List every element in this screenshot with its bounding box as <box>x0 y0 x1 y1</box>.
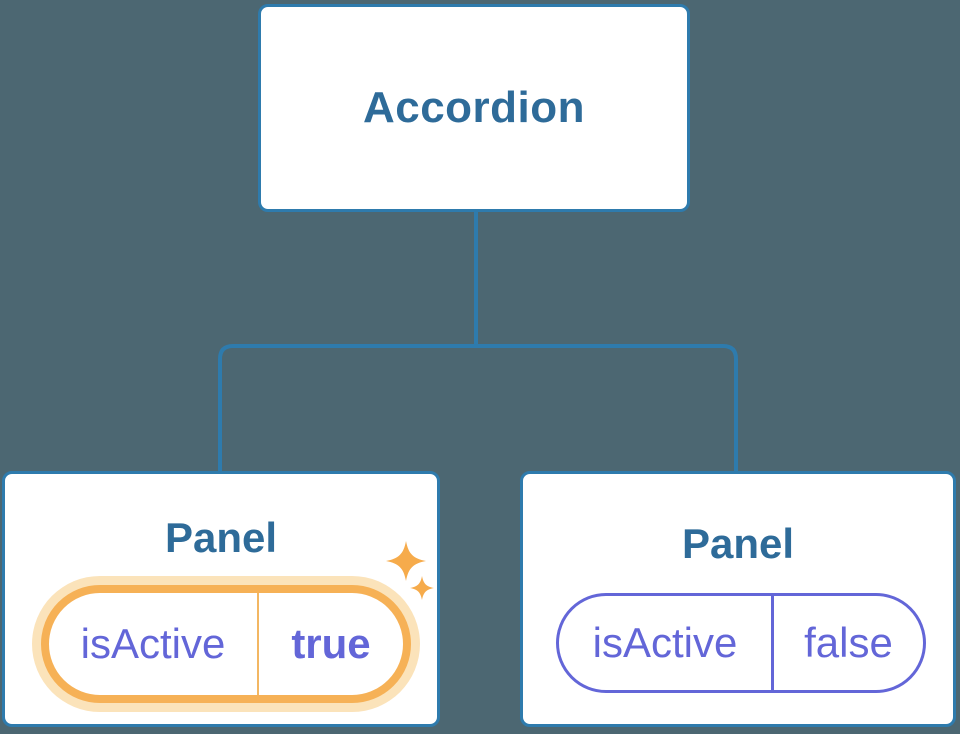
sparkle-icon-small <box>410 576 434 600</box>
panel-node-active: Panel isActive true <box>2 471 440 727</box>
sparkle-icon-large <box>386 541 426 581</box>
branch-bracket-line <box>218 344 738 471</box>
state-name-label: isActive <box>559 596 774 690</box>
state-pill-inactive: isActive false <box>556 593 926 693</box>
accordion-node: Accordion <box>258 4 690 212</box>
state-pill-active: isActive true <box>41 585 411 703</box>
panel-node-inactive: Panel isActive false <box>520 471 956 727</box>
state-name-label: isActive <box>49 593 259 695</box>
panel-title: Panel <box>681 520 795 567</box>
state-value-label: false <box>804 619 893 666</box>
panel-title: Panel <box>164 514 278 561</box>
accordion-label: Accordion <box>362 83 586 132</box>
state-value-label: true <box>291 620 371 667</box>
